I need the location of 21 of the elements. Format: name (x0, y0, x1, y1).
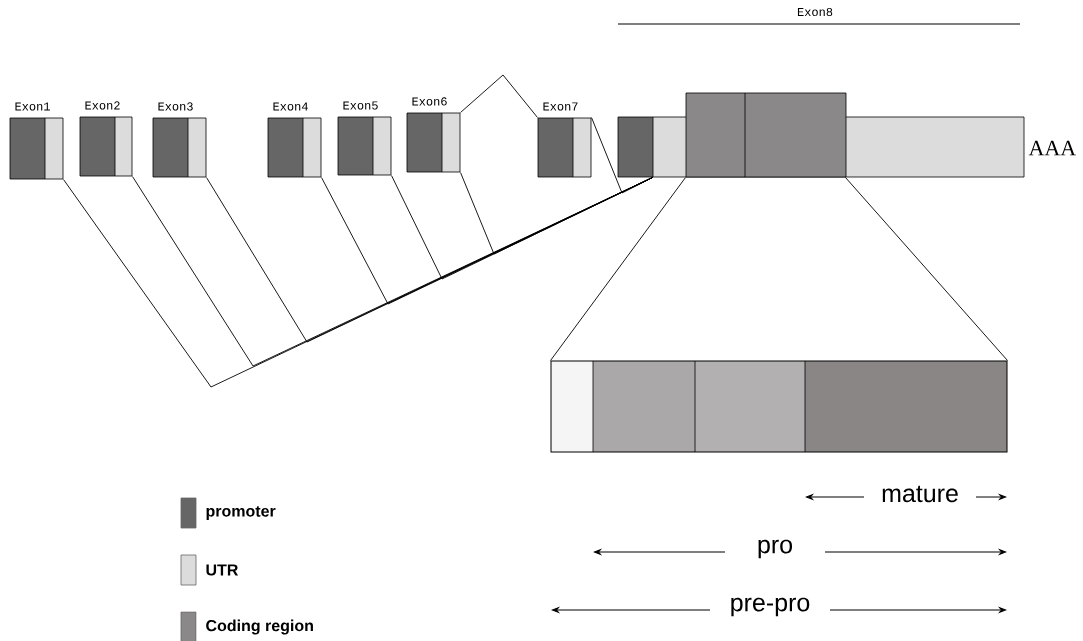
exon-label: Exon6 (412, 97, 447, 106)
legend-label: UTR (206, 564, 239, 576)
exon-label: Exon1 (15, 102, 50, 111)
zoom-line (845, 177, 1008, 361)
exon-label: Exon7 (543, 102, 578, 111)
dimension-label: mature (882, 485, 958, 503)
zoom-line (550, 177, 686, 361)
dimension-label: pre-pro (731, 597, 810, 617)
legend-label: Coding region (206, 619, 313, 635)
exon-label: Exon4 (273, 102, 308, 111)
exon-label: Exon2 (85, 101, 120, 110)
dimension-label: pro (758, 539, 793, 559)
exon-label: Exon3 (158, 102, 193, 111)
splice-line (591, 117, 653, 194)
exon-label: Exon5 (343, 101, 378, 110)
protein-bar (550, 360, 1008, 453)
legend-label: promoter (206, 506, 276, 520)
polya-label: AAA (1028, 140, 1076, 156)
exon-label: Exon8 (797, 7, 833, 17)
splice-line (460, 172, 653, 255)
splice-line (460, 74, 538, 118)
